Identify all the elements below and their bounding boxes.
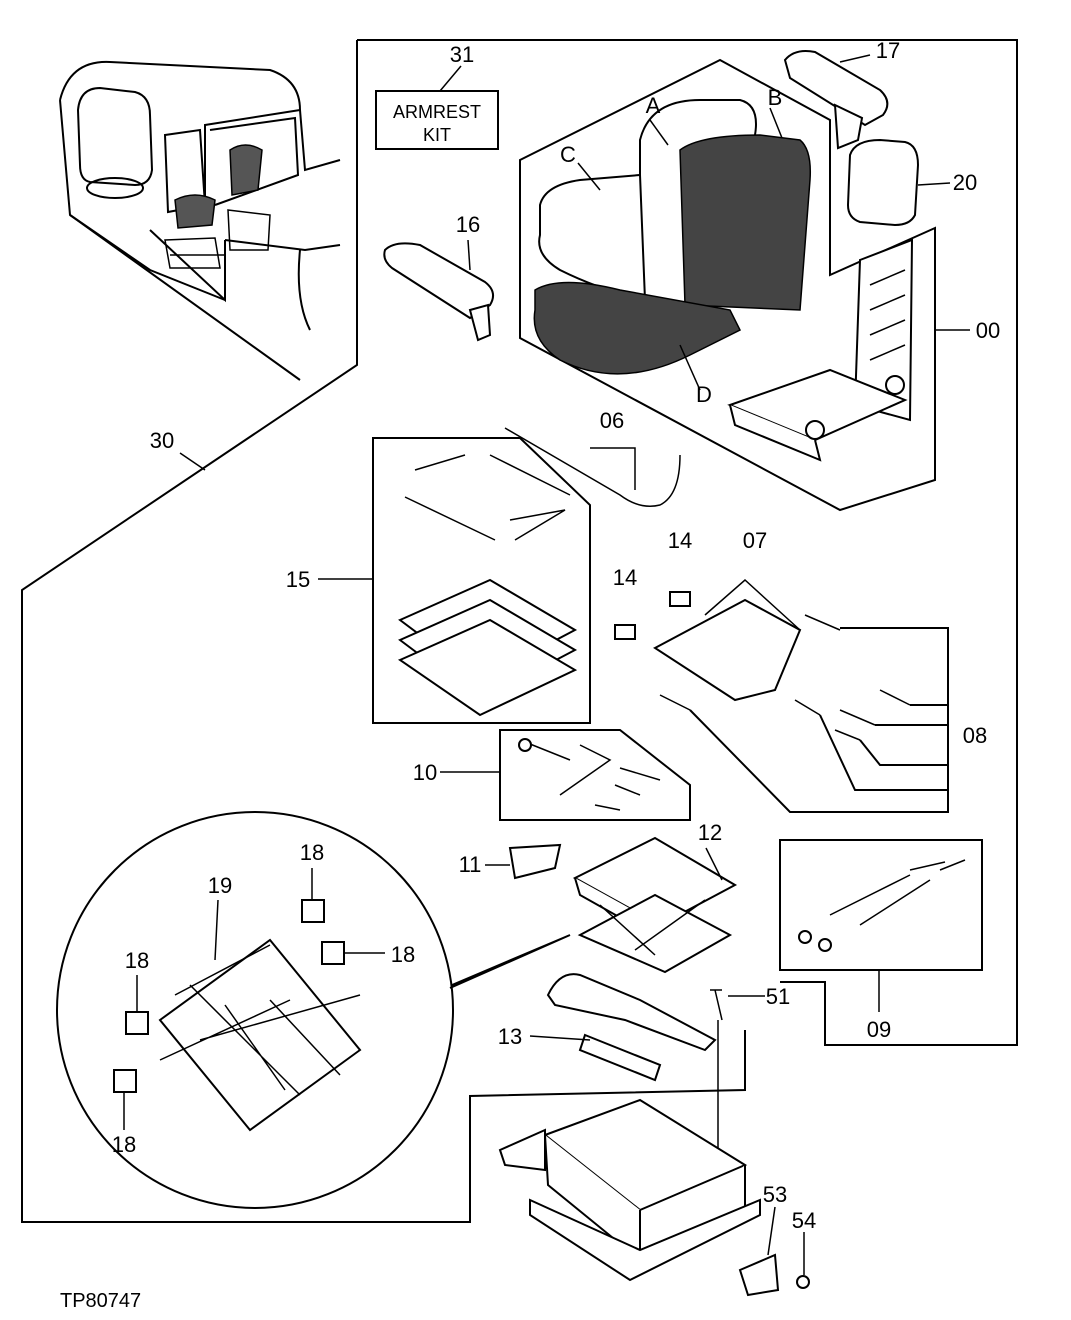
bolt-51 [710,989,723,1160]
label-d: D [696,382,712,407]
label-09: 09 [867,1017,891,1042]
label-12: 12 [698,820,722,845]
slide-rail-kit-box [372,437,591,724]
label-54: 54 [792,1208,816,1233]
label-19: 19 [208,873,232,898]
armrest-16 [383,242,495,342]
label-b: B [768,85,783,110]
seat-base-frame [498,1098,810,1297]
label-08: 08 [963,723,987,748]
armrest-kit-label-line2: KIT [423,125,451,145]
handle-13 [546,973,717,1052]
label-20: 20 [953,170,977,195]
block-14-a [669,591,691,607]
label-c: C [560,142,576,167]
label-06: 06 [600,408,624,433]
label-53: 53 [763,1182,787,1207]
springs-08 [659,614,949,813]
armrest-kit-box: ARMREST KIT [375,65,499,150]
hardware-kit-box [779,839,983,971]
bracket-07 [653,578,802,702]
label-30: 30 [150,428,174,453]
seat-cushion-and-back [533,99,812,375]
detail-circle [56,811,571,1209]
leader-lines [123,54,970,1275]
label-18-right: 18 [391,942,415,967]
bolt-kit-box [499,729,691,821]
label-18-left: 18 [125,948,149,973]
label-13: 13 [498,1024,522,1049]
label-51: 51 [766,984,790,1009]
seat-assembly-box [519,58,936,512]
label-16: 16 [456,212,480,237]
label-a: A [646,93,661,118]
seat-frame [727,238,914,462]
label-14-a: 14 [668,528,692,553]
label-31: 31 [450,42,474,67]
label-18-top: 18 [300,840,324,865]
headrest-20 [846,138,920,227]
label-11: 11 [459,852,482,877]
label-18-bottom: 18 [112,1132,136,1157]
suspension-12 [508,836,738,974]
label-17: 17 [876,38,900,63]
assembly-outline [21,39,1018,1223]
cab-illustration [59,60,341,381]
figure-reference: TP80747 [60,1290,141,1312]
cable-06 [504,427,681,507]
label-14-b: 14 [613,565,637,590]
label-07: 07 [743,528,767,553]
armrest-kit-label-line1: ARMREST [393,102,481,122]
label-15: 15 [286,567,310,592]
label-10: 10 [413,760,437,785]
label-00: 00 [976,318,1000,343]
block-14-b [614,624,636,640]
armrest-17 [783,50,889,150]
